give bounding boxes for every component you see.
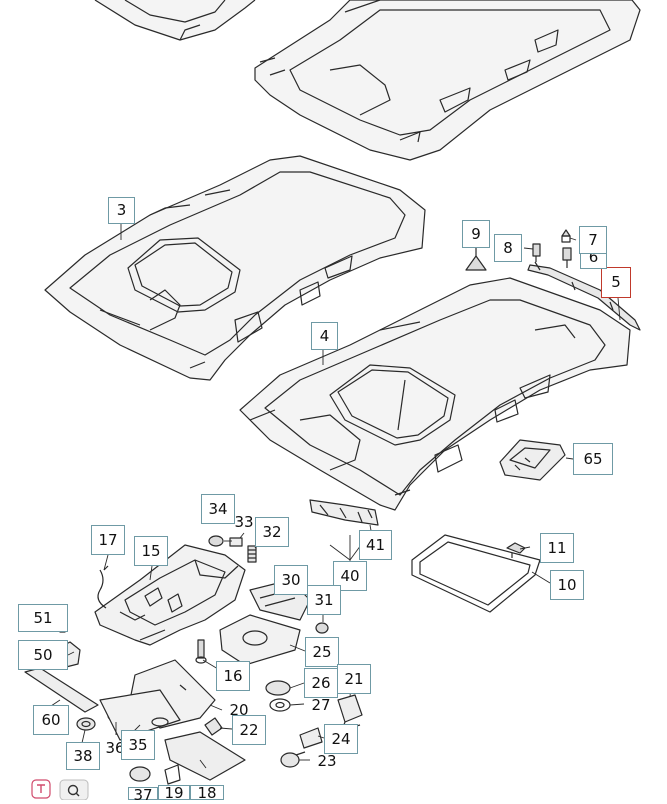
callout-3[interactable]: 3: [108, 197, 135, 224]
callout-10[interactable]: 10: [550, 570, 584, 600]
grommet-34: [208, 535, 224, 547]
bracket-41: [309, 499, 379, 526]
callout-60[interactable]: 60: [33, 705, 69, 735]
callout-24[interactable]: 24: [324, 724, 358, 754]
callout-9[interactable]: 9: [462, 220, 490, 248]
callout-30[interactable]: 30: [274, 565, 308, 595]
callout-40[interactable]: 40: [333, 561, 367, 591]
callout-33[interactable]: 33: [234, 513, 254, 531]
callout-32[interactable]: 32: [255, 517, 289, 547]
trim-strip-5: [527, 261, 641, 331]
headliner-top-right-partial: [254, 0, 641, 161]
clip-8: [532, 243, 541, 262]
panel-18: [164, 731, 246, 781]
lens-search-icon[interactable]: [59, 779, 89, 801]
callout-36[interactable]: 36: [105, 738, 125, 757]
headliner-4: [239, 277, 631, 511]
callout-25[interactable]: 25: [305, 637, 339, 667]
plug-31: [315, 622, 329, 634]
part-19-37: [129, 764, 181, 785]
callout-21[interactable]: 21: [337, 664, 371, 694]
panel-35: [99, 689, 181, 741]
callout-31[interactable]: 31: [307, 585, 341, 615]
translate-icon[interactable]: [31, 779, 51, 799]
callout-26[interactable]: 26: [304, 668, 338, 698]
callout-51[interactable]: 51: [18, 604, 68, 632]
callout-19[interactable]: 19: [158, 785, 190, 801]
lamp-65: [499, 439, 566, 481]
bracket-24: [299, 727, 323, 749]
part-38: [76, 717, 96, 731]
callout-17[interactable]: 17: [91, 525, 125, 555]
wire-17: [97, 565, 109, 609]
callout-20[interactable]: 20: [229, 700, 249, 719]
callout-23[interactable]: 23: [317, 751, 337, 770]
callout-41[interactable]: 41: [359, 530, 392, 560]
cap-26: [265, 680, 291, 696]
callout-7[interactable]: 7: [579, 226, 607, 254]
callout-35[interactable]: 35: [121, 730, 155, 760]
overhead-console-15: [94, 544, 246, 646]
callout-18[interactable]: 18: [190, 785, 224, 801]
spring-32: [247, 545, 257, 563]
callout-22[interactable]: 22: [232, 715, 266, 745]
callout-8[interactable]: 8: [494, 234, 522, 262]
callout-15[interactable]: 15: [134, 536, 168, 566]
callout-38[interactable]: 38: [66, 742, 100, 770]
image-toolbar: [30, 776, 110, 801]
sunroof-seal-10: [411, 534, 541, 613]
clip-22: [204, 717, 223, 736]
clip-6: [562, 247, 572, 268]
headliner-top-left-partial: [94, 0, 256, 41]
panel-25: [219, 614, 301, 666]
callout-4[interactable]: 4: [311, 322, 338, 350]
screw-16: [195, 639, 207, 664]
callout-65[interactable]: 65: [573, 443, 613, 475]
callout-11[interactable]: 11: [540, 533, 574, 563]
callout-34[interactable]: 34: [201, 494, 235, 524]
callout-27[interactable]: 27: [311, 695, 331, 714]
callout-5[interactable]: 5: [601, 267, 631, 298]
insert-33: [229, 537, 243, 547]
clip-9: [465, 248, 487, 271]
plug-23: [280, 751, 306, 768]
callout-37[interactable]: 37: [128, 787, 158, 803]
screw-7: [561, 229, 571, 243]
callout-50[interactable]: 50: [18, 640, 68, 670]
washer-27: [269, 698, 291, 712]
headliner-3: [44, 155, 426, 381]
callout-16[interactable]: 16: [216, 661, 250, 691]
